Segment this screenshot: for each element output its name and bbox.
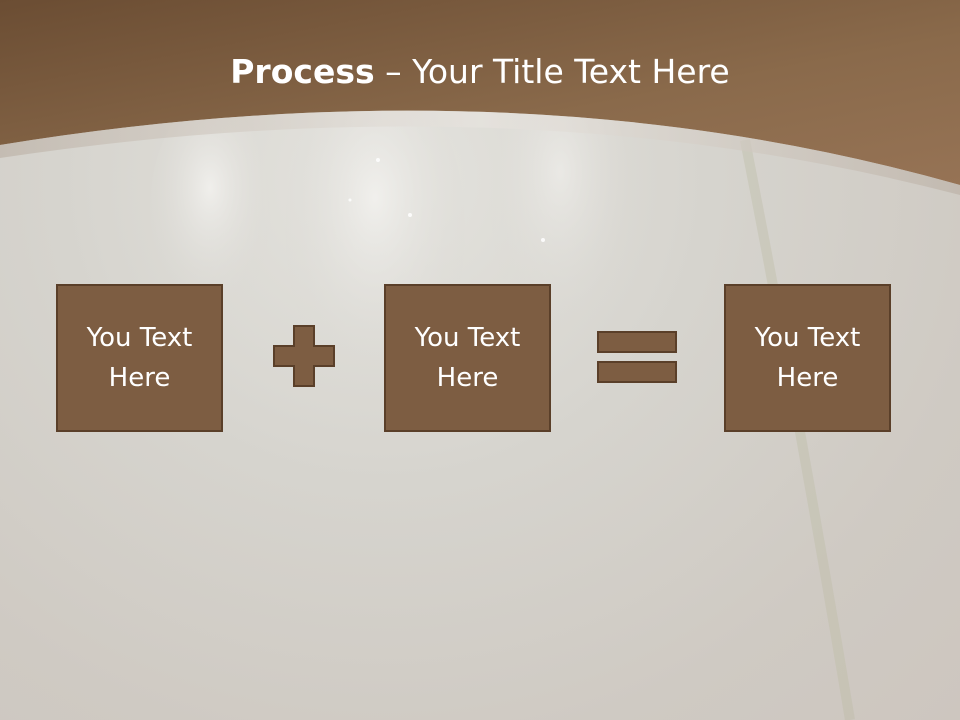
title-rest: – Your Title Text Here <box>374 52 730 91</box>
process-box-2: You Text Here <box>384 284 551 432</box>
process-box-2-label: You Text Here <box>414 323 521 393</box>
process-box-1-label: You Text Here <box>86 323 193 393</box>
slide-title: Process – Your Title Text Here <box>0 52 960 91</box>
process-box-1: You Text Here <box>56 284 223 432</box>
title-bold: Process <box>230 52 375 91</box>
process-box-3-label: You Text Here <box>754 323 861 393</box>
plus-icon <box>273 325 335 387</box>
equals-icon <box>597 331 677 383</box>
process-box-3: You Text Here <box>724 284 891 432</box>
